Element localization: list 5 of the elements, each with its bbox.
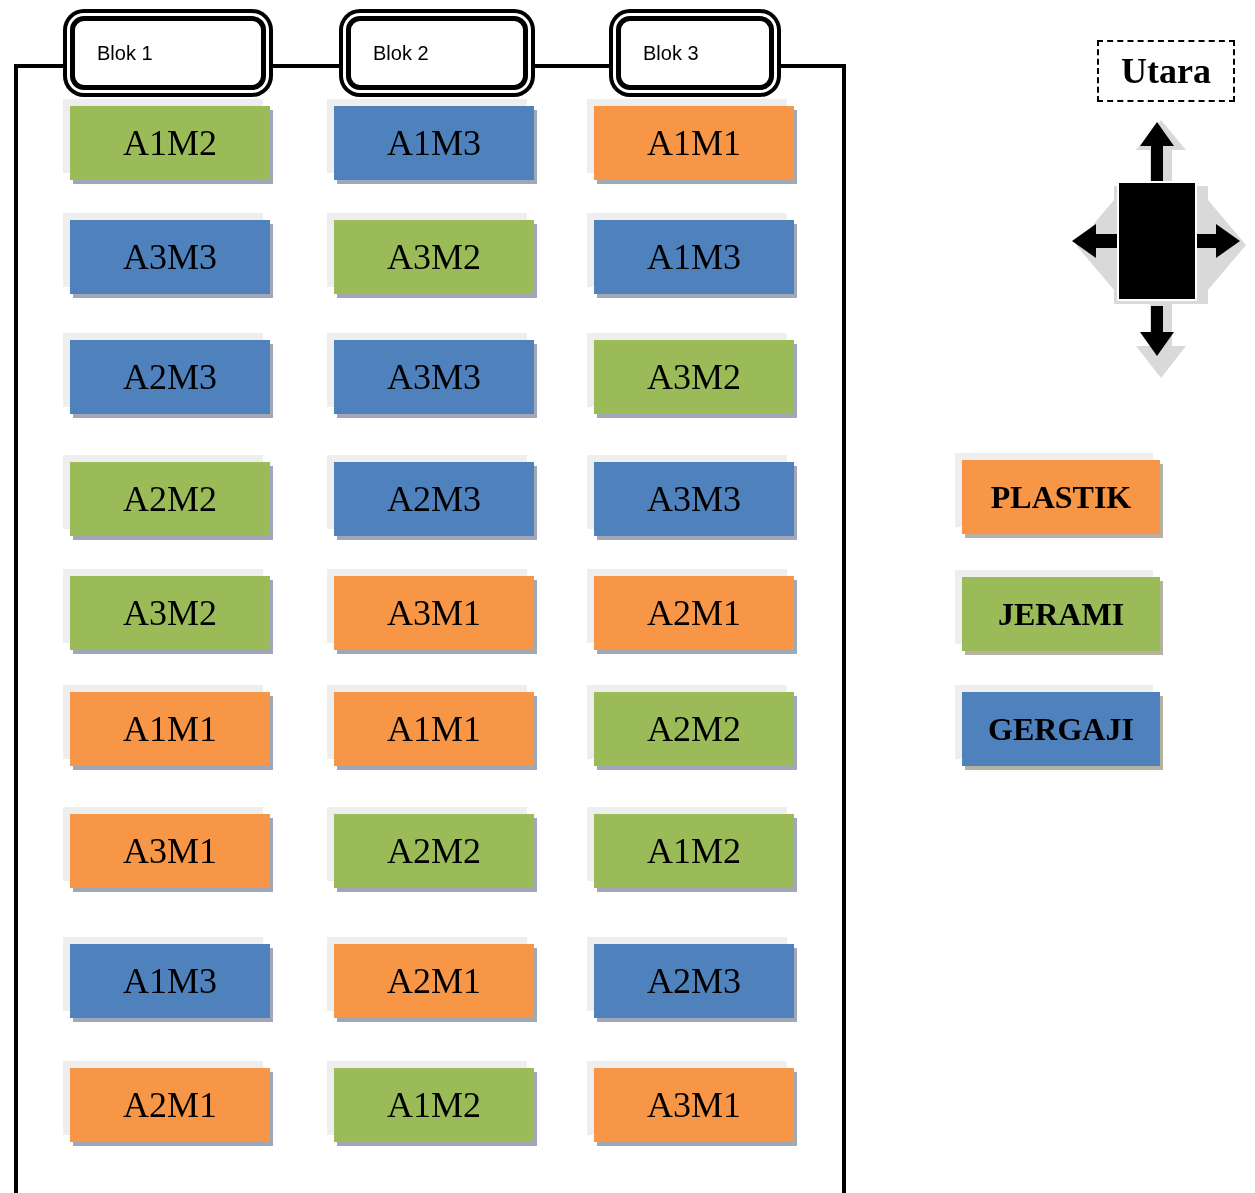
legend-label: PLASTIK — [990, 478, 1132, 516]
field-outline — [14, 64, 846, 1193]
north-label: Utara — [1097, 40, 1235, 102]
legend-label: JERAMI — [997, 595, 1125, 633]
legend-label: GERGAJI — [988, 710, 1134, 748]
